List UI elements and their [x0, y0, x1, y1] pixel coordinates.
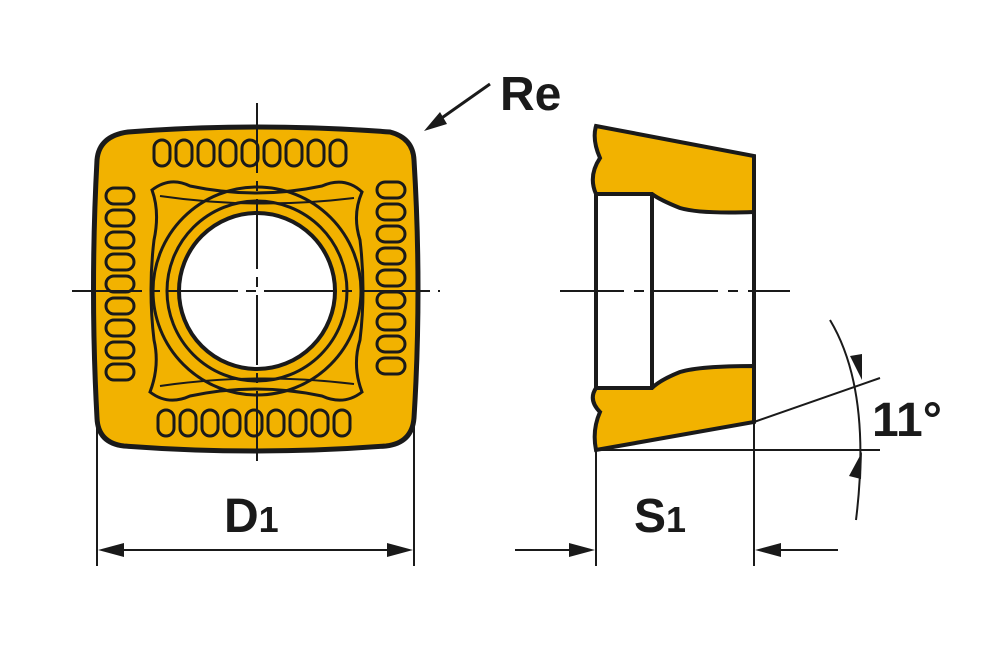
side-top-section: [590, 123, 756, 215]
front-view: [72, 103, 440, 465]
s1-arrow-left: [569, 543, 595, 557]
s1-dimension: [515, 420, 838, 566]
diameter-main: D: [224, 490, 259, 543]
thickness-label: S1: [634, 490, 686, 543]
angle-label: 11°: [872, 394, 942, 447]
left-chip-breakers: [104, 186, 136, 382]
diameter-subscript: 1: [259, 499, 279, 540]
bottom-chip-breakers: [156, 408, 352, 438]
re-leader: [424, 82, 491, 131]
inner-land: [148, 180, 365, 402]
d1-arrow-right: [387, 543, 413, 557]
thickness-main: S: [634, 490, 666, 543]
side-view: [560, 123, 790, 453]
s1-arrow-right: [755, 543, 781, 557]
d1-dimension: [96, 420, 415, 566]
top-chip-breakers: [152, 138, 348, 168]
thickness-subscript: 1: [666, 499, 686, 540]
side-bottom-section: [590, 363, 756, 453]
diameter-label: D1: [224, 490, 279, 543]
angle-dimension: [596, 319, 881, 521]
d1-arrow-left: [98, 543, 124, 557]
corner-radius-label: Re: [500, 68, 561, 121]
right-chip-breakers: [375, 180, 407, 376]
front-center-lines: [72, 103, 440, 465]
angle-arrow-bottom: [849, 452, 862, 479]
angle-arrow-top: [850, 354, 862, 380]
